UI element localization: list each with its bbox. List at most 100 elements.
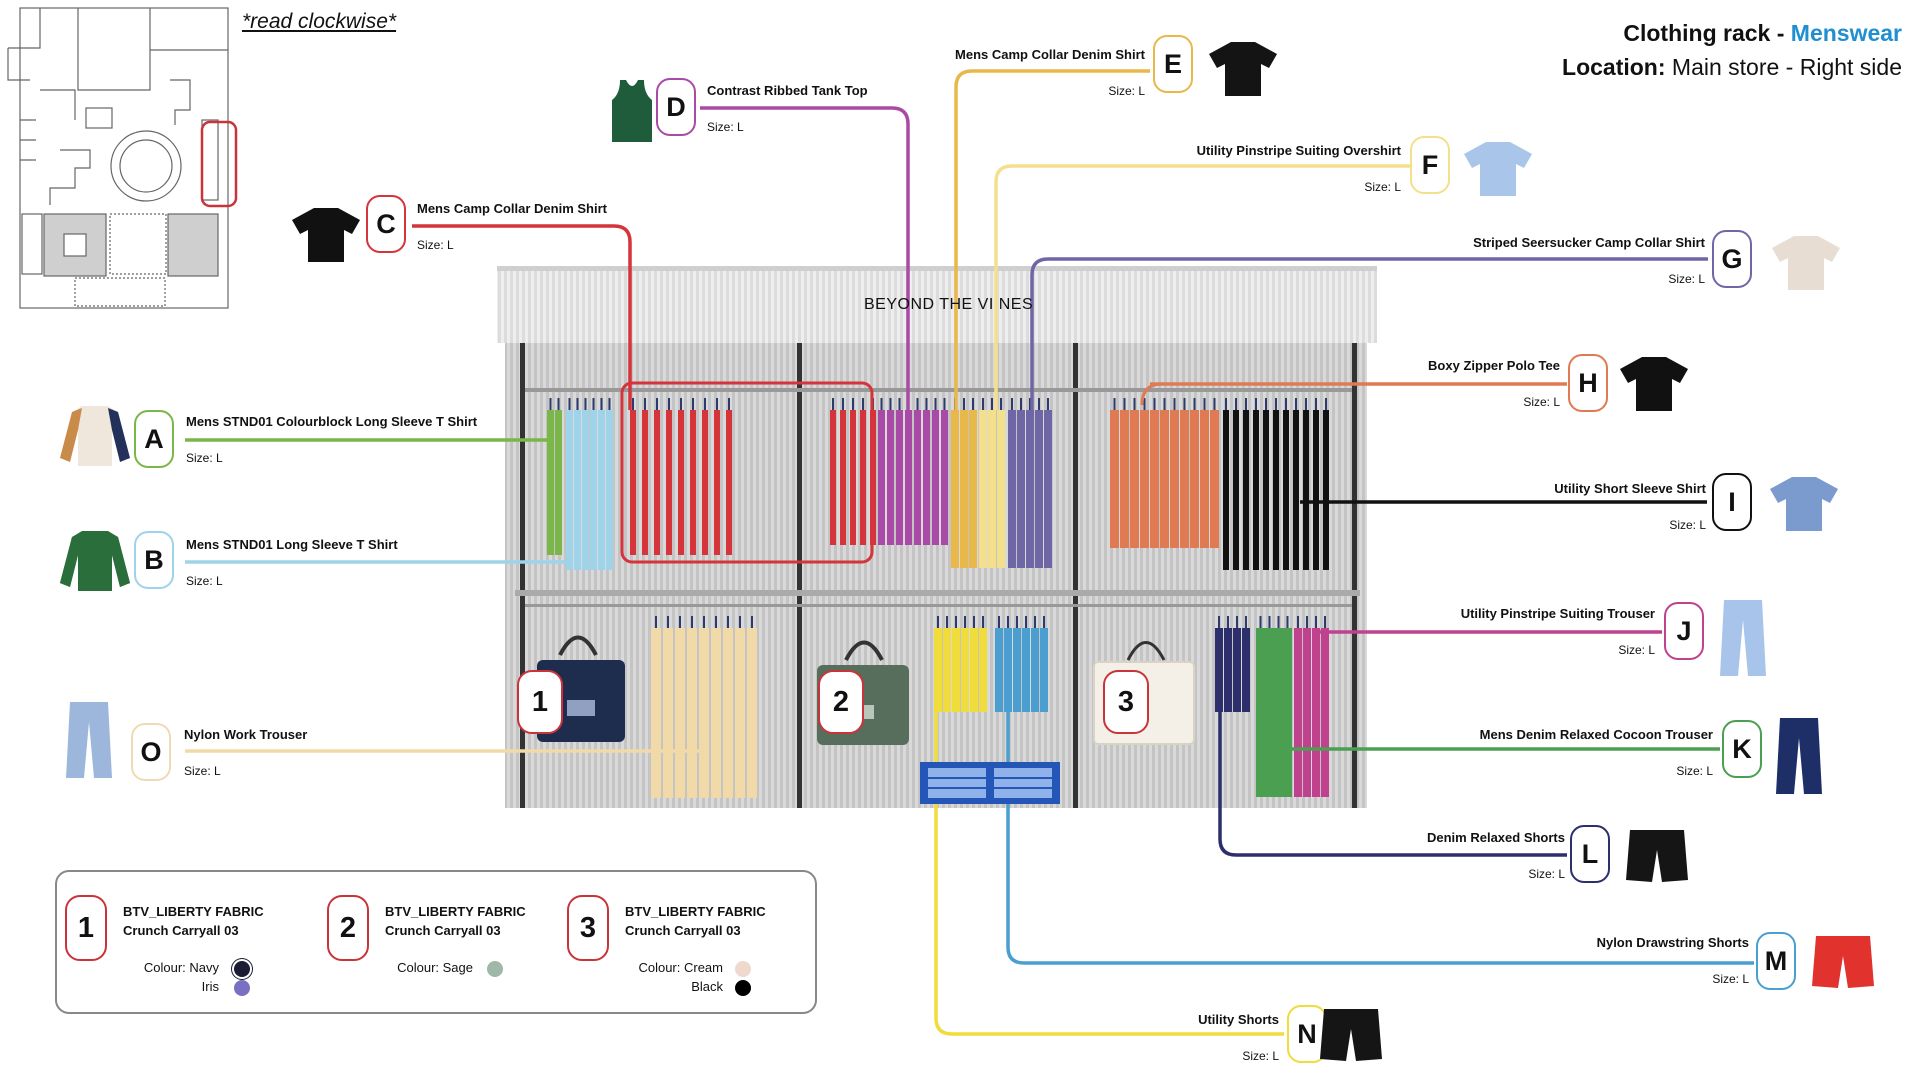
garment-c [642, 410, 648, 555]
item-badge-b[interactable]: B [134, 531, 174, 589]
garment-o [711, 628, 721, 798]
item-badge-j[interactable]: J [1664, 602, 1704, 660]
garment-d [887, 410, 894, 545]
item-size-b: Size: L [186, 574, 223, 588]
item-badge-d[interactable]: D [656, 78, 696, 136]
garment-j [1294, 628, 1302, 797]
shorts-black-icon [1318, 1005, 1384, 1070]
garment-k [1274, 628, 1283, 797]
garment-n [943, 628, 951, 712]
garment-o [651, 628, 661, 798]
garment-b [566, 410, 573, 570]
item-size-c: Size: L [417, 238, 454, 252]
garment-k [1283, 628, 1292, 797]
garment-i [1303, 410, 1309, 570]
garment-h [1120, 410, 1129, 548]
tank-top-icon [610, 78, 654, 149]
legend-dot-navy [234, 961, 250, 977]
longsleeve-green-icon [58, 527, 132, 598]
polo-black-icon [1618, 353, 1690, 418]
garment-o [747, 628, 757, 798]
shirt-black-icon [1207, 38, 1279, 103]
garment-j [1321, 628, 1329, 797]
item-name-g: Striped Seersucker Camp Collar Shirt [1473, 235, 1705, 250]
garment-i [1283, 410, 1289, 570]
item-size-o: Size: L [184, 764, 221, 778]
item-badge-o[interactable]: O [131, 723, 171, 781]
item-badge-h[interactable]: H [1568, 354, 1608, 412]
bag-badge-2[interactable]: 2 [818, 670, 864, 734]
shirt-blue-icon [1768, 473, 1840, 538]
crate-icon [920, 762, 1060, 804]
brand-sign: BEYOND THE VI NES [864, 296, 1034, 313]
legend-dot-iris [234, 980, 250, 996]
garment-c [690, 410, 696, 555]
garment-l [1242, 628, 1250, 712]
garment-c [654, 410, 660, 555]
item-badge-n[interactable]: N [1287, 1005, 1327, 1063]
garment-b [598, 410, 605, 570]
garment-e [951, 410, 959, 568]
garment-i [1243, 410, 1249, 570]
item-badge-e[interactable]: E [1153, 35, 1193, 93]
item-name-k: Mens Denim Relaxed Cocoon Trouser [1479, 727, 1713, 742]
garment-g [1008, 410, 1016, 568]
item-size-l: Size: L [1528, 867, 1565, 881]
garment-h [1110, 410, 1119, 548]
item-badge-m[interactable]: M [1756, 932, 1796, 990]
item-badge-a[interactable]: A [134, 410, 174, 468]
shirt-cream-icon [1770, 232, 1842, 297]
garment-m [1040, 628, 1048, 712]
item-badge-c[interactable]: C [366, 195, 406, 253]
item-name-h: Boxy Zipper Polo Tee [1428, 358, 1560, 373]
item-size-n: Size: L [1242, 1049, 1279, 1063]
item-name-a: Mens STND01 Colourblock Long Sleeve T Sh… [186, 414, 478, 429]
garment-m [995, 628, 1003, 712]
garment-o [699, 628, 709, 798]
garment-f [979, 410, 987, 568]
garment-o [675, 628, 685, 798]
item-badge-i[interactable]: I [1712, 473, 1752, 531]
shorts-red-icon [1810, 932, 1876, 997]
garment-e [969, 410, 977, 568]
garment-c [702, 410, 708, 555]
garment-d [941, 410, 948, 545]
garment-h [1150, 410, 1159, 548]
shorts-black-icon [1624, 826, 1690, 891]
connector-g [1030, 257, 1708, 410]
garment-o [663, 628, 673, 798]
item-name-n: Utility Shorts [1198, 1012, 1279, 1027]
connector-f [994, 164, 1410, 410]
location-value: Main store - Right side [1665, 54, 1902, 80]
garment-o [735, 628, 745, 798]
item-size-d: Size: L [707, 120, 744, 134]
item-badge-k[interactable]: K [1722, 720, 1762, 778]
longsleeve-colourblock-icon [58, 402, 132, 473]
bag-badge-1[interactable]: 1 [517, 670, 563, 734]
legend-dot-sage [487, 961, 503, 977]
garment-h [1130, 410, 1139, 548]
item-badge-g[interactable]: G [1712, 230, 1752, 288]
garment-c [678, 410, 684, 555]
bag-badge-3[interactable]: 3 [1103, 670, 1149, 734]
item-badge-f[interactable]: F [1410, 136, 1450, 194]
garment-l [1215, 628, 1223, 712]
garment-k [1265, 628, 1274, 797]
item-badge-l[interactable]: L [1570, 825, 1610, 883]
trouser-lightblue-icon [1718, 598, 1768, 683]
item-name-b: Mens STND01 Long Sleeve T Shirt [186, 537, 398, 552]
item-name-o: Nylon Work Trouser [184, 727, 308, 742]
item-name-f: Utility Pinstripe Suiting Overshirt [1196, 143, 1401, 158]
garment-a [555, 410, 562, 555]
garment-d [914, 410, 921, 545]
garment-b [606, 410, 613, 570]
connector-l [1218, 712, 1567, 857]
garment-g [1017, 410, 1025, 568]
item-size-a: Size: L [186, 451, 223, 465]
garment-c [630, 410, 636, 555]
garment-o [723, 628, 733, 798]
garment-h [1200, 410, 1209, 548]
